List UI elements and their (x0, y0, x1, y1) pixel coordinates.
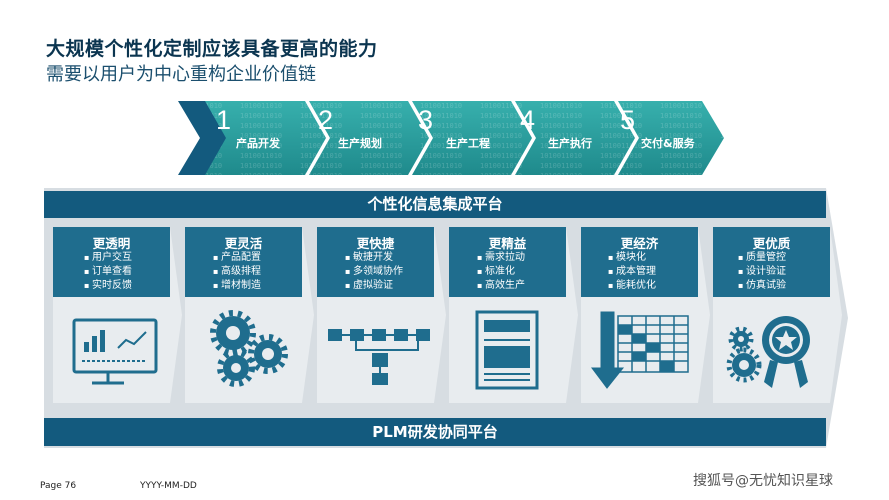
stage-3-number: 3 (418, 105, 434, 135)
card-2-items: 产品配置 高级排程 增材制造 (213, 251, 261, 293)
card-5-items: 模块化 成本管理 能耗优化 (608, 251, 656, 293)
page-number: Page 76 (40, 481, 77, 491)
page-title: 大规模个性化定制应该具备更高的能力 (46, 38, 378, 60)
stage-3-label: 生产工程 (446, 137, 490, 150)
grid-arrow-icon (591, 311, 689, 389)
chevron-2-pattern (309, 101, 429, 175)
stage-5-number: 5 (620, 105, 636, 135)
stage-5-label: 交付&服务 (641, 137, 695, 150)
card-4-item: 需求拉动 (477, 251, 525, 265)
card-2-item: 增材制造 (213, 279, 261, 293)
card-3-item: 虚拟验证 (345, 279, 403, 293)
card-4-items: 需求拉动 标准化 高效生产 (477, 251, 525, 293)
chevron-3-pattern (412, 101, 532, 175)
card-3-title: 更快捷 (356, 236, 395, 251)
card-5-item: 模块化 (608, 251, 656, 265)
card-6-items: 质量管控 设计验证 仿真试验 (738, 251, 786, 293)
award-gears-icon (726, 316, 810, 388)
card-6-item: 质量管控 (738, 251, 786, 265)
platform-title: 个性化信息集成平台 (367, 195, 503, 213)
card-3-items: 敏捷开发 多领域协作 虚拟验证 (345, 251, 403, 293)
stage-4-label: 生产执行 (548, 137, 592, 150)
document-icon (475, 310, 539, 390)
card-1-item: 订单查看 (84, 265, 132, 279)
plm-platform-title: PLM研发协同平台 (372, 423, 498, 441)
card-6-item: 设计验证 (738, 265, 786, 279)
card-1-title: 更透明 (92, 236, 131, 251)
flowchart-icon (328, 329, 430, 385)
card-6-title: 更优质 (752, 236, 791, 251)
stage-1-number: 1 (216, 105, 232, 135)
card-3-item: 多领域协作 (345, 265, 403, 279)
card-6-item: 仿真试验 (738, 279, 786, 293)
stage-2-label: 生产规划 (338, 137, 382, 150)
card-4-item: 高效生产 (477, 279, 525, 293)
page-subtitle: 需要以用户为中心重构企业价值链 (46, 64, 316, 85)
watermark: 搜狐号@无忧知识星球 (693, 473, 833, 489)
card-4-title: 更精益 (488, 236, 527, 251)
card-5-item: 成本管理 (608, 265, 656, 279)
chevron-1-pattern (205, 101, 326, 175)
chevron-5-pattern (618, 101, 724, 175)
card-3-item: 敏捷开发 (345, 251, 403, 265)
card-2-item: 产品配置 (213, 251, 261, 265)
card-5-title: 更经济 (620, 236, 659, 251)
dashboard-chart-icon (72, 318, 158, 385)
platform-top-bar (44, 191, 826, 218)
footer-date: YYYY-MM-DD (140, 481, 197, 491)
card-2-item: 高级排程 (213, 265, 261, 279)
card-1-item: 实时反馈 (84, 279, 132, 293)
platform-bottom-bar (44, 418, 826, 446)
card-2-title: 更灵活 (224, 236, 263, 251)
card-4-item: 标准化 (477, 265, 525, 279)
card-1-items: 用户交互 订单查看 实时反馈 (84, 251, 132, 293)
stage-2-number: 2 (318, 105, 334, 135)
card-1-item: 用户交互 (84, 251, 132, 265)
gears-icon (210, 310, 288, 387)
chevron-4-pattern (515, 101, 635, 175)
stage-1-label: 产品开发 (236, 137, 280, 150)
card-5-item: 能耗优化 (608, 279, 656, 293)
stage-4-number: 4 (520, 105, 536, 135)
